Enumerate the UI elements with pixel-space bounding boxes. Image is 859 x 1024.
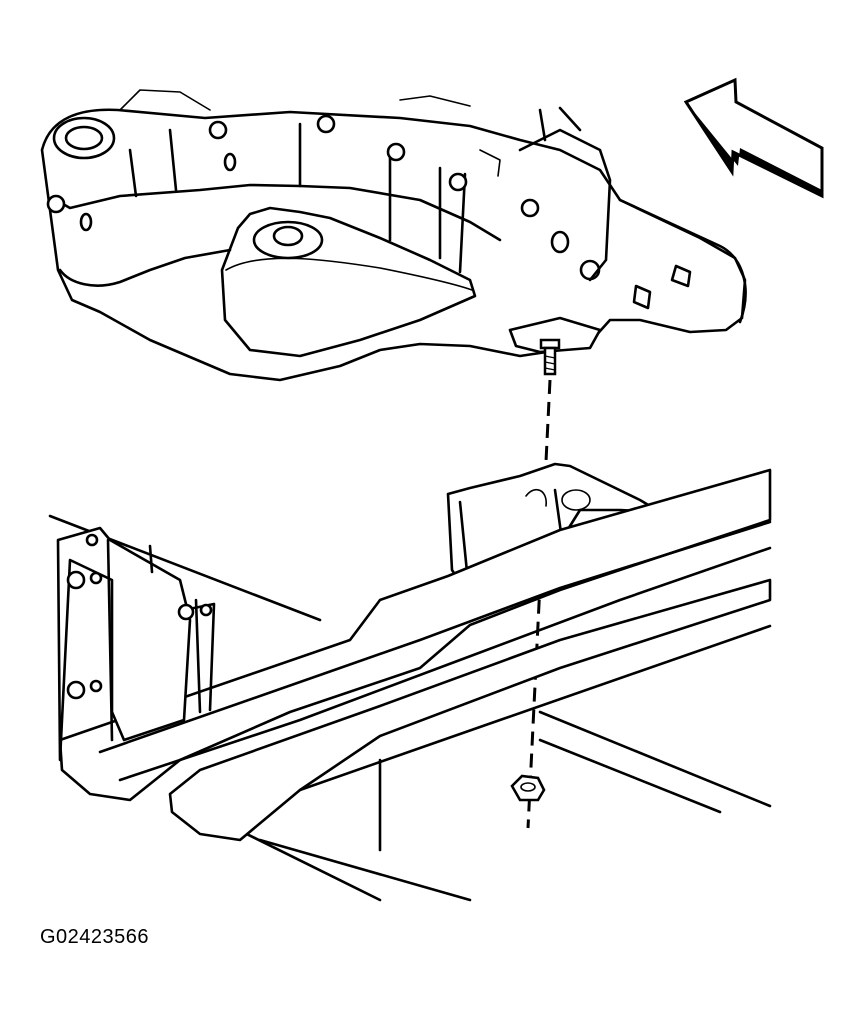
figure-id-label: G02423566 <box>40 926 150 948</box>
frame-rail-assembly <box>48 462 772 902</box>
oil-pan-assembly <box>40 89 747 382</box>
nut-icon <box>510 774 546 802</box>
direction-arrow-icon <box>683 77 824 199</box>
alignment-line <box>526 379 552 829</box>
bolt-icon <box>539 338 561 376</box>
